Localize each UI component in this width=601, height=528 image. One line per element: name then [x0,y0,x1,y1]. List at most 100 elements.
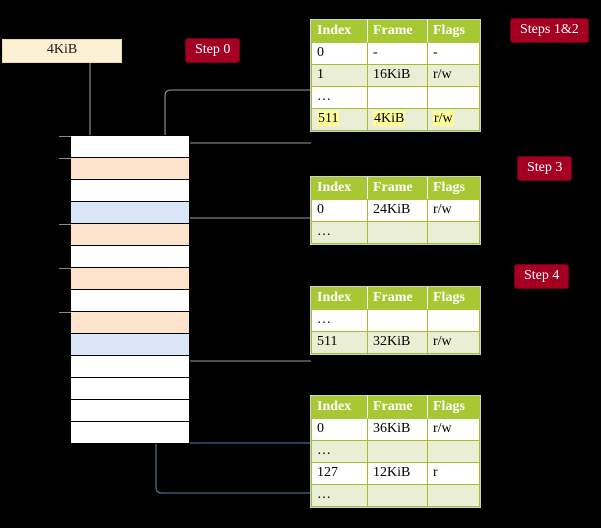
memory-frame-row [59,267,190,290]
cell-flags: r/w [427,418,480,441]
memory-frame-row [70,179,190,202]
cell-flags [427,86,480,109]
cell-flags: r/w [427,64,480,87]
memory-frame-row [59,135,190,158]
memory-row-tick [59,136,71,137]
page-table-row: … [311,440,480,463]
column-header-flags: Flags [427,177,480,200]
memory-frame-row [70,421,190,444]
memory-frame-row [70,355,190,378]
cell-index: 0 [311,418,368,441]
memory-frame-row [70,245,190,268]
cell-frame [367,309,428,332]
wire-blue-short-to-table4 [155,486,311,494]
cell-index: … [311,440,368,463]
column-header-frame: Frame [367,396,428,419]
cell-flags: r/w [427,331,480,354]
wire-table1-to-mem [175,142,311,156]
cell-frame [367,440,428,463]
wire-mem-to-table3 [179,312,311,362]
cell-flags: - [427,42,480,65]
cell-flags [427,484,480,507]
cell-frame: 4KiB [367,108,428,131]
cell-frame [367,86,428,109]
cell-frame: 16KiB [367,64,428,87]
cell-frame: - [367,42,428,65]
cell-frame [367,221,428,244]
column-header-index: Index [311,20,368,43]
physical-memory-column [59,135,190,444]
page-table-row: … [311,484,480,507]
memory-frame-row [70,377,190,400]
cell-index: 0 [311,199,368,222]
page-table-row: 511 4KiB r/w [311,108,480,131]
column-header-frame: Frame [367,20,428,43]
memory-frame-row [59,223,190,246]
step-badge-step4: Step 4 [515,265,569,288]
cell-flags: r/w [427,199,480,222]
column-header-index: Index [311,287,368,310]
cell-index: 511 [311,331,368,354]
column-header-flags: Flags [427,287,480,310]
cell-flags [427,440,480,463]
cell-index: … [311,86,368,109]
step-badge-step0: Step 0 [186,39,240,62]
memory-row-tick [59,312,71,313]
column-header-flags: Flags [427,20,480,43]
cell-frame: 24KiB [367,199,428,222]
page-table-row: 0-- [311,42,480,65]
page-table-row: … [311,86,480,109]
memory-frame-row [70,333,190,356]
cell-flags: r/w [427,108,480,131]
step-badge-step3: Step 3 [518,157,572,180]
cell-index: 0 [311,42,368,65]
cell-frame: 32KiB [367,331,428,354]
memory-frame-row [70,289,190,312]
highlighted-value: 511 [317,111,340,126]
page-table-row: … [311,309,480,332]
cell-index: 127 [311,462,368,485]
column-header-index: Index [311,396,368,419]
cell-index: … [311,484,368,507]
memory-row-tick [59,224,71,225]
page-table-row: … [311,221,480,244]
highlighted-value: r/w [433,111,454,126]
highlighted-value: 4KiB [373,111,406,126]
cell-flags [427,309,480,332]
memory-row-tick [59,268,71,269]
column-header-frame: Frame [367,287,428,310]
cell-index: 511 [311,108,368,131]
memory-frame-row [70,399,190,422]
virtual-address-box: 4KiB [2,39,122,63]
cell-flags: r [427,462,480,485]
column-header-index: Index [311,177,368,200]
virtual-address-label: 4KiB [46,42,78,57]
step-badge-steps12: Steps 1&2 [511,19,588,42]
cell-frame [367,484,428,507]
cell-flags [427,221,480,244]
wire-table2-to-mem [175,217,311,262]
memory-frame-row [59,157,190,180]
column-header-flags: Flags [427,396,480,419]
cell-frame: 12KiB [367,462,428,485]
cell-index: … [311,221,368,244]
memory-frame-row [70,201,190,224]
cell-index: 1 [311,64,368,87]
memory-row-tick [59,158,71,159]
column-header-frame: Frame [367,177,428,200]
cell-frame: 36KiB [367,418,428,441]
